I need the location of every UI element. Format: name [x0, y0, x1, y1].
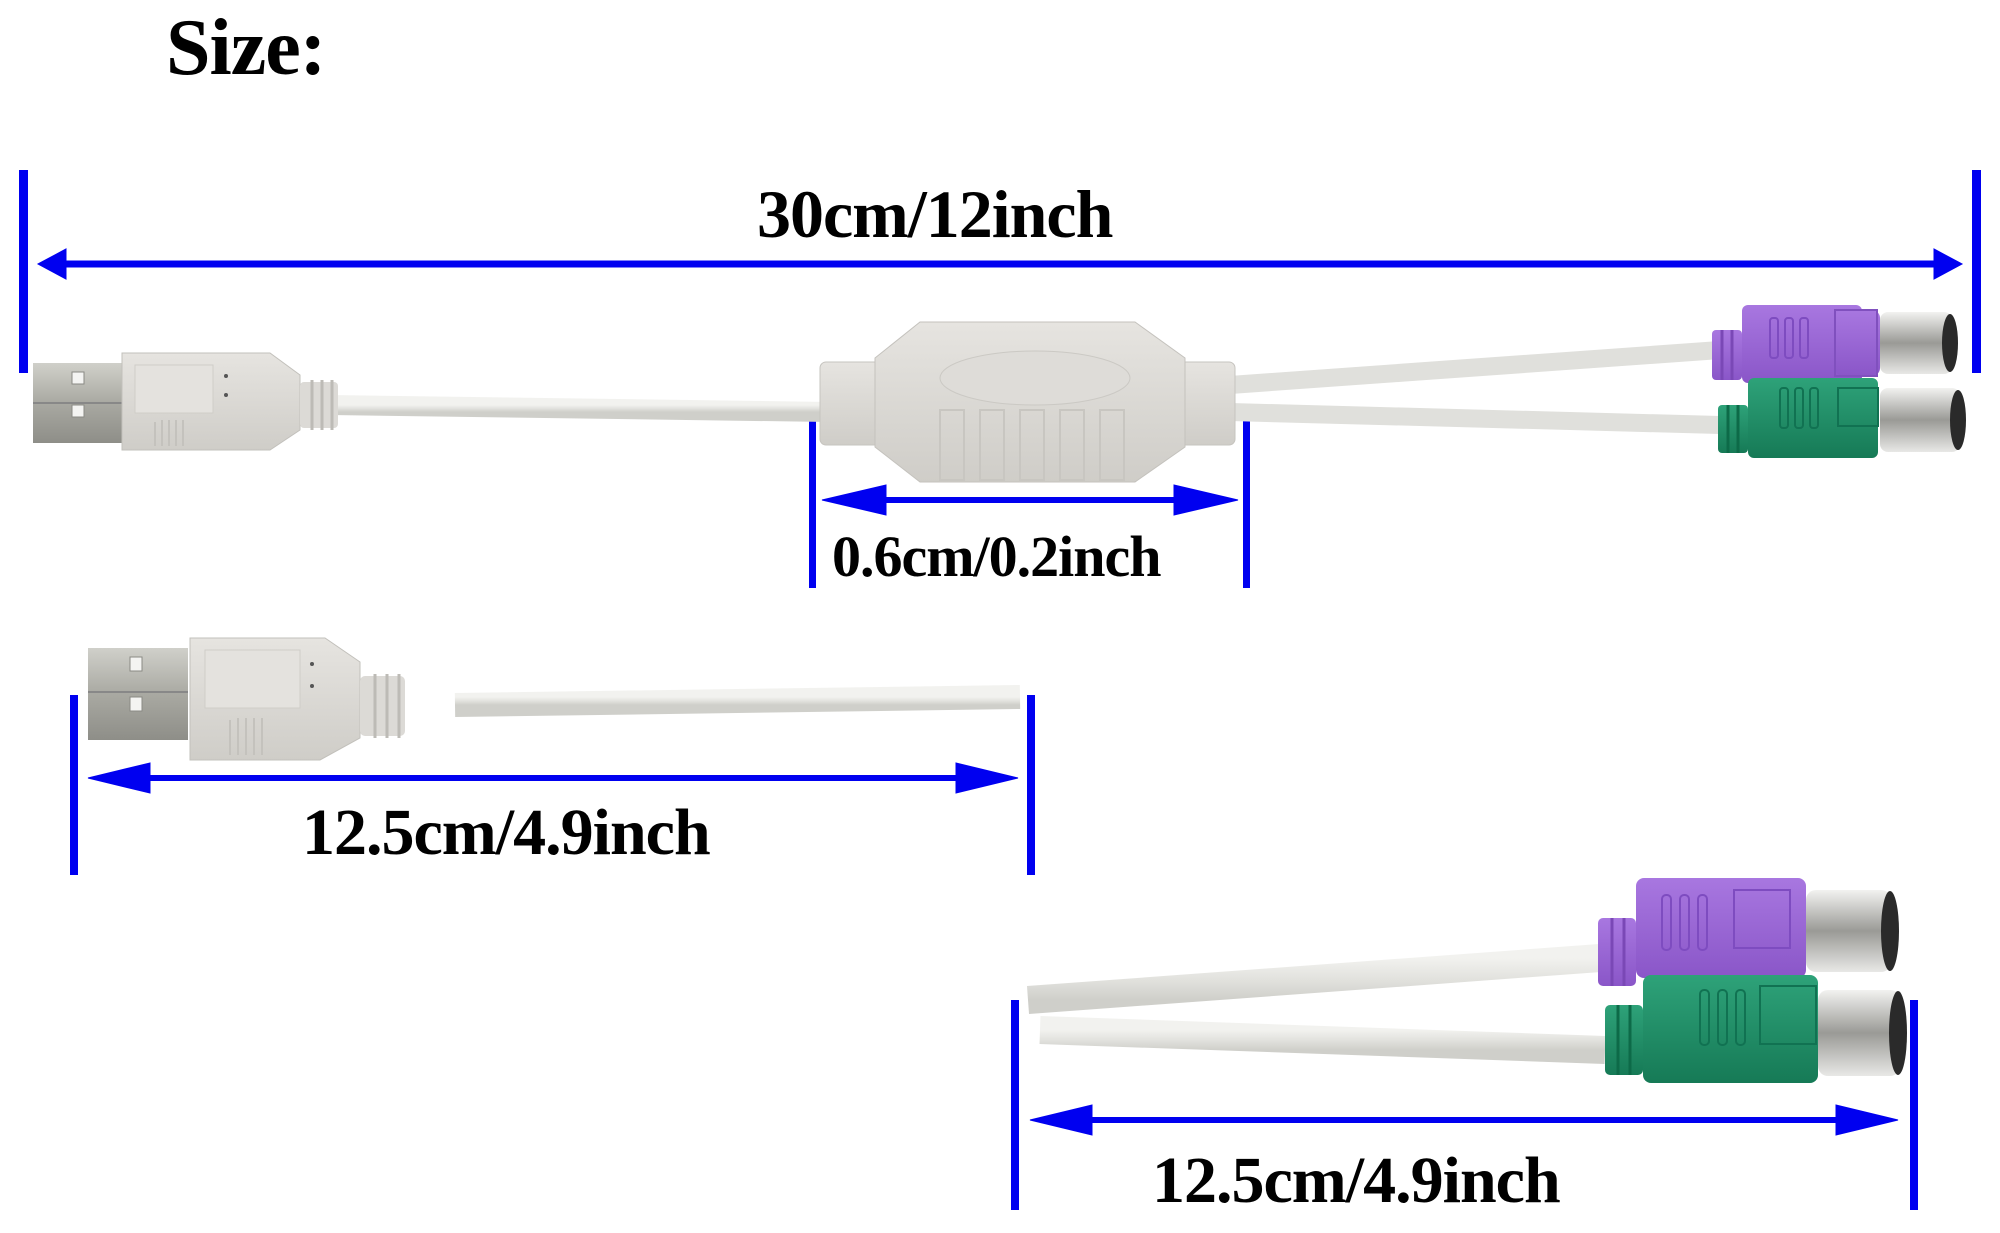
splitter-box-icon	[819, 321, 1236, 483]
usb-side-view	[88, 637, 1021, 761]
ps2-branch-arrow	[1029, 1104, 1899, 1136]
total-length-label: 30cm/12inch	[757, 176, 1113, 252]
full-cable-view	[33, 305, 1966, 483]
total-length-left-marker	[19, 170, 28, 373]
usb-branch-left-marker	[70, 695, 78, 875]
size-heading: Size:	[166, 4, 326, 92]
usb-a-plug-icon	[88, 637, 405, 761]
usb-a-plug-icon	[33, 352, 338, 451]
ps2-green-connector-icon	[1605, 975, 1907, 1083]
ps2-purple-connector-icon	[1712, 305, 1958, 383]
usb-branch-label: 12.5cm/4.9inch	[302, 796, 711, 869]
usb-branch-right-marker	[1027, 695, 1035, 875]
total-length-right-marker	[1972, 170, 1981, 373]
ps2-purple-connector-icon	[1598, 878, 1899, 986]
ps2-branch-label: 12.5cm/4.9inch	[1152, 1144, 1561, 1217]
splitter-arrow	[821, 484, 1239, 516]
splitter-left-marker	[809, 420, 816, 588]
ps2-branch-left-marker	[1011, 1000, 1019, 1210]
ps2-side-view	[1026, 878, 1907, 1083]
usb-branch-arrow	[87, 762, 1019, 794]
ps2-branch-right-marker	[1910, 1000, 1918, 1210]
splitter-right-marker	[1243, 420, 1250, 588]
total-length-arrow	[36, 248, 1964, 280]
splitter-length-label: 0.6cm/0.2inch	[832, 524, 1162, 589]
ps2-green-connector-icon	[1718, 378, 1966, 458]
